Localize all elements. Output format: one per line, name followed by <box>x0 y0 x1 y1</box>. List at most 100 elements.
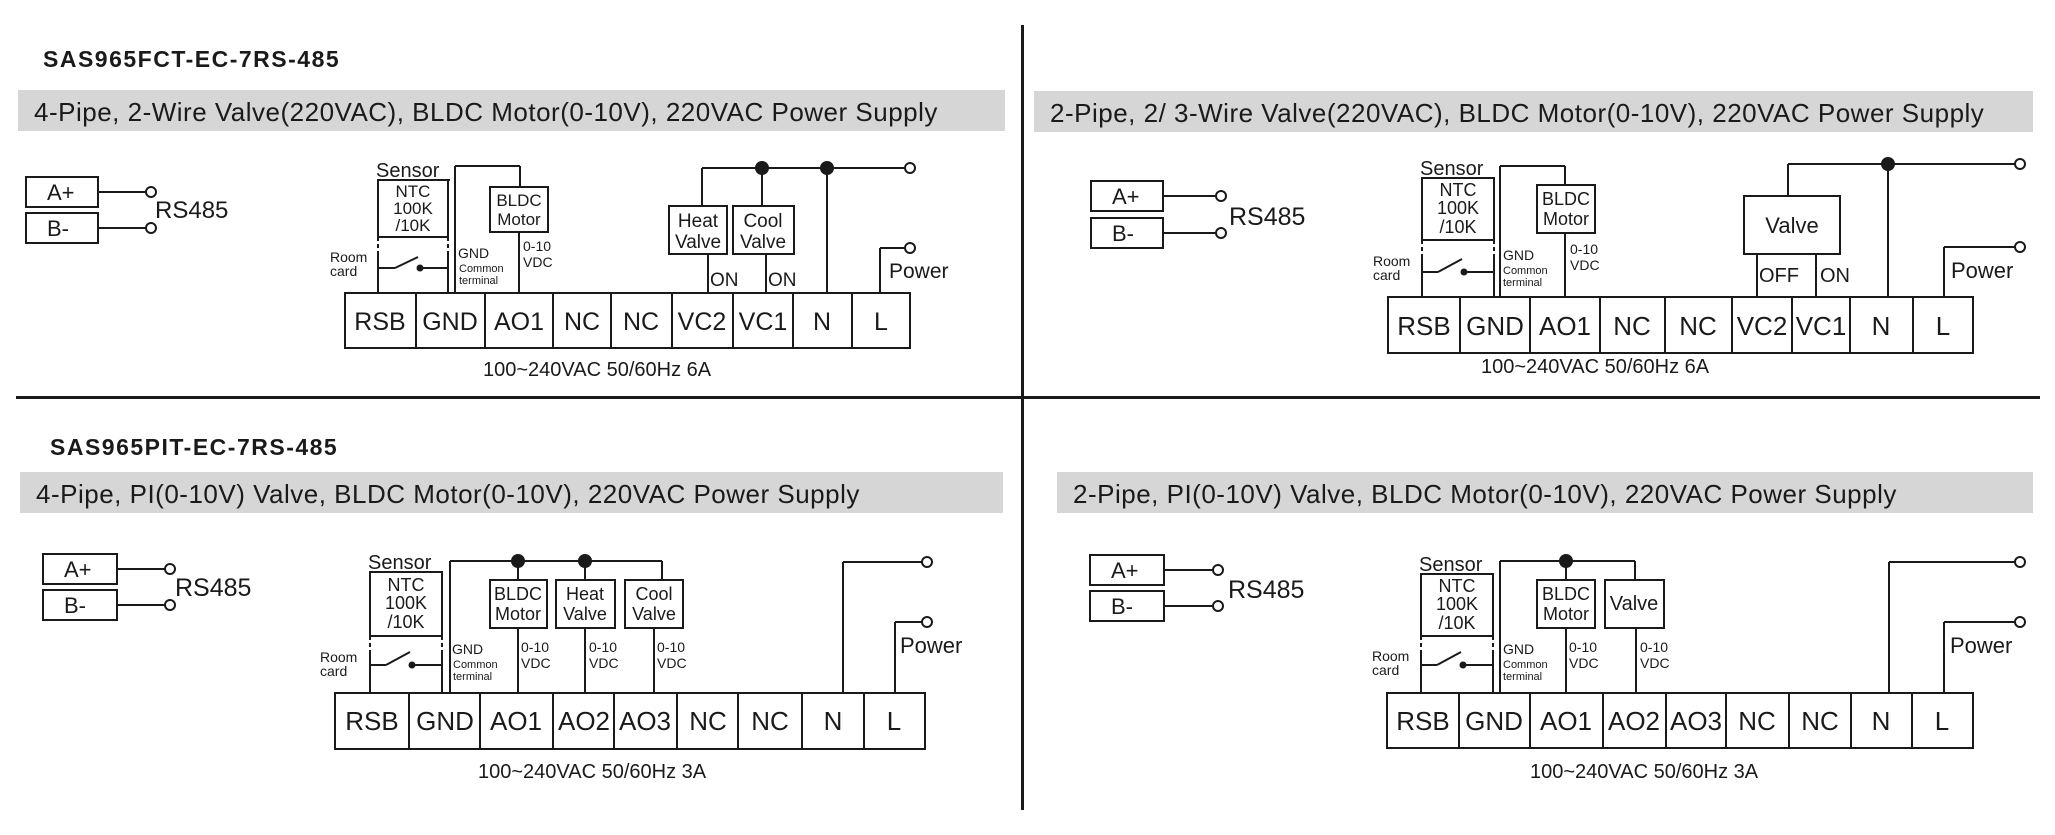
svg-text:/10K: /10K <box>387 612 424 632</box>
svg-text:NC: NC <box>1613 311 1651 341</box>
svg-text:/10K: /10K <box>1438 613 1475 633</box>
svg-text:VC2: VC2 <box>1737 311 1788 341</box>
svg-text:B-: B- <box>1111 594 1133 619</box>
heat-valve-box <box>668 205 728 255</box>
svg-text:Power: Power <box>900 633 962 658</box>
svg-text:0-10: 0-10 <box>1569 639 1597 655</box>
svg-text:Heat: Heat <box>566 584 604 604</box>
svg-text:NC: NC <box>751 706 789 736</box>
svg-text:card: card <box>1372 662 1399 678</box>
panel-tr: A+ B- RS485 Sensor NTC 100K /10K Room ca… <box>1090 157 2026 378</box>
ntc-sensor-box <box>377 179 449 238</box>
section-heading-tr: 2-Pipe, 2/ 3-Wire Valve(220VAC), BLDC Mo… <box>1050 98 1985 128</box>
svg-text:NC: NC <box>623 308 659 336</box>
svg-text:100K: 100K <box>385 593 427 613</box>
svg-text:GND: GND <box>458 245 489 261</box>
svg-text:N: N <box>1872 311 1891 341</box>
svg-text:AO1: AO1 <box>1539 311 1591 341</box>
svg-text:card: card <box>320 663 347 679</box>
terminal-block-bl <box>334 692 926 750</box>
svg-text:Room: Room <box>320 649 357 665</box>
svg-text:B-: B- <box>64 593 86 618</box>
rating-tl: 100~240VAC 50/60Hz 6A <box>483 359 712 381</box>
svg-text:VDC: VDC <box>657 655 687 671</box>
svg-text:terminal: terminal <box>453 671 492 683</box>
svg-text:Sensor: Sensor <box>368 552 432 574</box>
svg-text:NC: NC <box>1738 706 1776 736</box>
svg-text:RS485: RS485 <box>175 574 251 602</box>
terminal-block-br <box>1386 692 1974 749</box>
svg-text:VC1: VC1 <box>739 308 788 336</box>
svg-text:0-10: 0-10 <box>657 639 685 655</box>
section-heading-band-tl: 4-Pipe, 2-Wire Valve(220VAC), BLDC Motor… <box>18 90 1005 131</box>
svg-text:NC: NC <box>1801 706 1839 736</box>
svg-text:NC: NC <box>1679 311 1717 341</box>
svg-text:GND: GND <box>1466 311 1524 341</box>
svg-text:0-10: 0-10 <box>523 238 551 254</box>
section-heading-bl: 4-Pipe, PI(0-10V) Valve, BLDC Motor(0-10… <box>36 479 860 509</box>
svg-text:B-: B- <box>1112 221 1134 246</box>
svg-text:ON: ON <box>768 270 797 291</box>
svg-text:RSB: RSB <box>1397 311 1450 341</box>
svg-text:GND: GND <box>422 308 478 336</box>
svg-text:BLDC: BLDC <box>496 191 541 210</box>
svg-text:L: L <box>1935 706 1949 736</box>
svg-text:0-10: 0-10 <box>589 639 617 655</box>
svg-text:Heat: Heat <box>678 211 719 232</box>
terminal-block-tl <box>344 292 911 349</box>
svg-text:VDC: VDC <box>1570 257 1600 273</box>
svg-text:VDC: VDC <box>521 655 551 671</box>
svg-text:Sensor: Sensor <box>1419 554 1483 576</box>
svg-text:0-10: 0-10 <box>521 639 549 655</box>
svg-text:NTC: NTC <box>1440 180 1477 200</box>
svg-text:Power: Power <box>1950 633 2012 658</box>
vertical-divider <box>1021 25 1024 810</box>
svg-text:AO1: AO1 <box>494 308 544 336</box>
terminal-block-tr <box>1387 296 1974 354</box>
svg-text:Common: Common <box>453 659 498 671</box>
svg-text:Motor: Motor <box>497 210 541 229</box>
svg-text:ON: ON <box>1820 265 1850 287</box>
svg-text:L: L <box>874 308 888 336</box>
svg-text:Valve: Valve <box>1765 213 1818 238</box>
svg-text:Motor: Motor <box>1543 209 1589 229</box>
svg-text:A+: A+ <box>1112 184 1140 209</box>
svg-text:100K: 100K <box>393 199 433 218</box>
svg-text:Cool: Cool <box>635 584 672 604</box>
panel-br: A+ B- RS485 Sensor NTC 100K /10K Room ca… <box>1089 554 2026 783</box>
svg-text:Motor: Motor <box>1543 604 1589 624</box>
svg-text:RSB: RSB <box>1396 706 1449 736</box>
svg-text:AO2: AO2 <box>1608 706 1660 736</box>
svg-text:NC: NC <box>689 706 727 736</box>
svg-text:OFF: OFF <box>1759 265 1799 287</box>
svg-text:RSB: RSB <box>354 308 405 336</box>
svg-text:N: N <box>824 706 843 736</box>
svg-text:A+: A+ <box>1111 558 1139 583</box>
rs485-label: RS485 <box>155 197 228 224</box>
svg-text:terminal: terminal <box>459 275 498 287</box>
svg-text:Room: Room <box>330 249 367 265</box>
svg-text:GND: GND <box>1503 247 1534 263</box>
svg-text:card: card <box>1373 267 1400 283</box>
svg-text:Valve: Valve <box>632 604 676 624</box>
svg-text:VC1: VC1 <box>1796 311 1847 341</box>
svg-text:terminal: terminal <box>1503 277 1542 289</box>
svg-text:Motor: Motor <box>495 604 541 624</box>
svg-text:Valve: Valve <box>740 232 786 253</box>
valve-box-tr <box>1743 195 1841 255</box>
svg-text:N: N <box>813 308 831 336</box>
sensor-label: Sensor <box>376 160 440 182</box>
svg-text:VDC: VDC <box>589 655 619 671</box>
section-heading-br: 2-Pipe, PI(0-10V) Valve, BLDC Motor(0-10… <box>1073 479 1897 509</box>
svg-text:RS485: RS485 <box>1228 576 1304 604</box>
svg-text:100K: 100K <box>1437 198 1479 218</box>
rating-br: 100~240VAC 50/60Hz 3A <box>1530 761 1759 783</box>
svg-text:NC: NC <box>564 308 600 336</box>
rs485-a-label: A+ <box>47 180 75 205</box>
svg-text:Valve: Valve <box>563 604 607 624</box>
svg-text:VDC: VDC <box>1569 655 1599 671</box>
svg-text:NTC: NTC <box>396 182 431 201</box>
svg-text:/10K: /10K <box>396 216 432 235</box>
svg-text:/10K: /10K <box>1439 217 1476 237</box>
